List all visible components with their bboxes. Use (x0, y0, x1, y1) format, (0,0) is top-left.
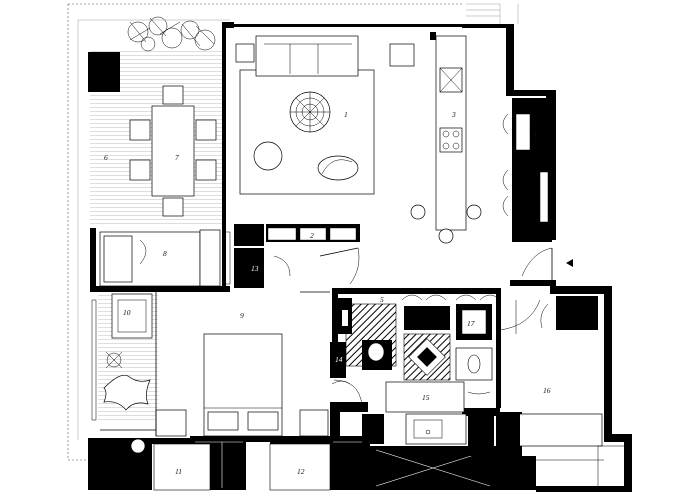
dining-table (129, 85, 217, 217)
round-rug (289, 91, 331, 133)
planter (127, 16, 216, 52)
entry-door (273, 247, 360, 285)
laundry-15 (362, 381, 494, 456)
bedroom-partitions (100, 288, 330, 436)
terrace-planter (111, 293, 153, 339)
outdoor-lounge (103, 374, 151, 411)
room-label-6: 6 (104, 153, 108, 162)
front-door (521, 247, 553, 280)
room-label-17: 17 (467, 319, 475, 328)
top-right-opening (466, 3, 519, 24)
room-label-12: 12 (297, 467, 305, 476)
pantry-door-swings (502, 113, 509, 217)
room-label-3: 3 (451, 110, 456, 119)
bar-stools (410, 204, 482, 244)
lounge-chair (317, 155, 359, 181)
bathroom-5 (338, 298, 451, 381)
room-label-15: 15 (422, 393, 430, 402)
bedside-lamp (130, 438, 146, 454)
outdoor-plant (105, 351, 123, 369)
room-16 (498, 296, 627, 491)
room-label-4: 4 (533, 130, 537, 139)
room-label-10: 10 (123, 308, 131, 317)
room-label-7: 7 (175, 153, 179, 162)
bedroom-desk (155, 409, 329, 437)
room-label-16: 16 (543, 386, 551, 395)
side-table (389, 43, 415, 67)
sofa (255, 35, 359, 77)
coffee-table (253, 141, 283, 171)
room-label-9: 9 (240, 311, 244, 320)
side-table (235, 43, 255, 63)
pantry-cabinets (512, 98, 549, 236)
bedroom-door (333, 379, 363, 405)
bath-door-swings (331, 294, 501, 395)
room-label-8: 8 (163, 249, 167, 258)
terrace-outline (67, 3, 462, 461)
entrance-arrow-icon (566, 259, 573, 267)
room-label-13: 13 (251, 264, 259, 273)
room-label-5: 5 (380, 295, 384, 304)
outdoor-storage (88, 52, 120, 92)
room-label-2: 2 (310, 231, 314, 240)
bed (203, 333, 283, 437)
bedroom-window (91, 231, 231, 421)
bathroom-17 (455, 304, 493, 381)
room-label-14: 14 (335, 355, 343, 364)
outdoor-bench (99, 229, 221, 287)
room-label-1: 1 (344, 110, 348, 119)
room-label-11: 11 (175, 467, 182, 476)
closet-14 (330, 342, 346, 378)
room-labels: 1 2 3 4 5 6 7 8 9 10 11 12 13 14 15 16 1… (104, 110, 551, 476)
kitchen-counter (430, 32, 467, 231)
entry-closet (238, 227, 357, 284)
